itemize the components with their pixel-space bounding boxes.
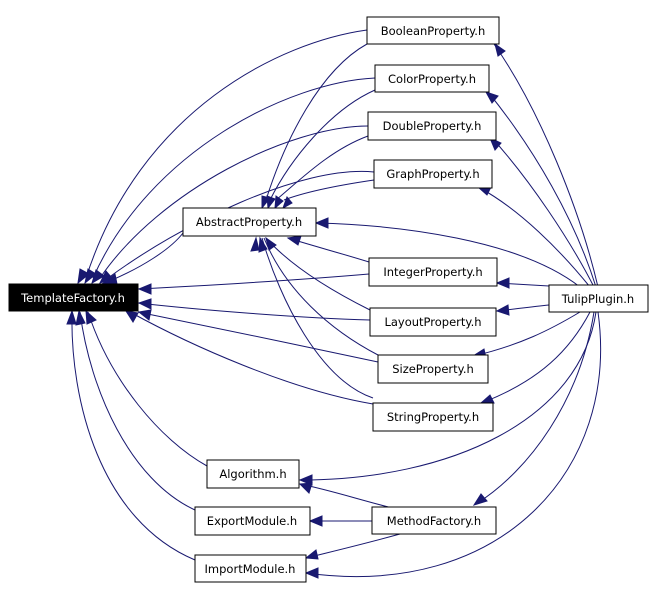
edge-stringproperty-templatefactory: [129, 311, 374, 405]
arrowhead: [124, 310, 139, 323]
edges: [71, 29, 602, 578]
node-methodfactory[interactable]: MethodFactory.h: [371, 506, 497, 535]
node-label: StringProperty.h: [387, 410, 479, 424]
edge-colorproperty-abstractproperty: [269, 89, 376, 201]
edge-graphproperty-templatefactory: [107, 170, 375, 279]
arrowhead: [308, 515, 323, 527]
edge-methodfactory-algorithm: [299, 483, 401, 511]
node-label: MethodFactory.h: [387, 514, 481, 528]
edge-stringproperty-abstractproperty: [261, 237, 374, 399]
edge-layoutproperty-abstractproperty: [265, 237, 371, 311]
node-label: LayoutProperty.h: [384, 315, 481, 329]
arrowhead: [85, 309, 97, 325]
arrowhead: [274, 195, 284, 210]
edge-tulipplugin-stringproperty: [483, 311, 591, 403]
edge-tulipplugin-importmodule: [305, 311, 602, 578]
edge-tulipplugin-graphproperty: [479, 187, 591, 288]
node-booleanproperty[interactable]: BooleanProperty.h: [366, 16, 500, 45]
node-label: AbstractProperty.h: [196, 215, 302, 229]
arrowhead: [266, 195, 276, 210]
edge-graphproperty-abstractproperty: [283, 179, 375, 201]
edge-sizeproperty-abstractproperty: [263, 237, 379, 356]
arrowhead: [314, 217, 329, 229]
arrowhead: [75, 309, 86, 326]
arrowhead: [258, 236, 268, 253]
arrowhead: [298, 482, 313, 494]
node-integerproperty[interactable]: IntegerProperty.h: [368, 257, 498, 287]
arrowheads: [66, 42, 510, 579]
edge-importmodule-templatefactory: [71, 311, 196, 561]
edge-integerproperty-templatefactory: [137, 273, 370, 290]
node-stringproperty[interactable]: StringProperty.h: [372, 402, 494, 432]
arrowhead: [77, 268, 90, 285]
edge-tulipplugin-sizeproperty: [473, 311, 581, 357]
edge-doubleproperty-abstractproperty: [275, 135, 369, 201]
node-layoutproperty[interactable]: LayoutProperty.h: [369, 307, 497, 337]
node-sizeproperty[interactable]: SizeProperty.h: [377, 354, 489, 384]
node-exportmodule[interactable]: ExportModule.h: [194, 506, 311, 536]
edge-tulipplugin-doubleproperty: [491, 137, 595, 288]
edge-colorproperty-templatefactory: [92, 77, 376, 279]
node-label: IntegerProperty.h: [383, 265, 482, 279]
node-importmodule[interactable]: ImportModule.h: [194, 554, 307, 583]
node-label: SizeProperty.h: [392, 362, 474, 376]
arrowhead: [304, 549, 319, 560]
arrowhead: [137, 298, 152, 310]
arrowhead: [66, 309, 77, 325]
arrowhead: [472, 493, 488, 506]
node-label: GraphProperty.h: [386, 167, 479, 181]
arrowhead: [495, 304, 510, 316]
arrowhead: [137, 309, 152, 321]
edge-tulipplugin-colorproperty: [487, 91, 597, 288]
node-algorithm[interactable]: Algorithm.h: [206, 459, 300, 489]
arrowhead: [98, 270, 113, 284]
edge-layoutproperty-templatefactory: [137, 302, 371, 321]
edge-tulipplugin-booleanproperty: [493, 43, 599, 288]
node-tulipplugin[interactable]: TulipPlugin.h: [548, 284, 649, 313]
edge-tulipplugin-methodfactory: [475, 311, 595, 505]
edge-booleanproperty-abstractproperty: [265, 43, 368, 201]
edge-methodfactory-importmodule: [305, 533, 401, 559]
arrowhead: [484, 91, 499, 104]
edge-doubleproperty-templatefactory: [99, 125, 369, 279]
arrowhead: [495, 277, 510, 289]
arrowhead: [265, 236, 277, 251]
arrowhead: [91, 269, 105, 285]
arrowhead: [282, 196, 293, 210]
node-label: TemplateFactory.h: [20, 291, 125, 305]
arrowhead: [286, 235, 302, 246]
node-graphproperty[interactable]: GraphProperty.h: [373, 159, 493, 189]
node-label: ImportModule.h: [205, 562, 296, 576]
edge-integerproperty-abstractproperty: [287, 237, 370, 263]
node-abstractproperty[interactable]: AbstractProperty.h: [182, 207, 317, 237]
arrowhead: [479, 394, 495, 404]
arrowhead: [84, 268, 97, 285]
node-templatefactory[interactable]: TemplateFactory.h: [8, 283, 139, 312]
node-label: ColorProperty.h: [388, 72, 476, 86]
edge-tulipplugin-algorithm: [299, 311, 597, 481]
node-label: BooleanProperty.h: [381, 24, 486, 38]
edge-exportmodule-templatefactory: [79, 311, 196, 511]
arrowhead: [250, 236, 260, 252]
node-label: TulipPlugin.h: [561, 292, 634, 306]
edge-tulipplugin-abstractproperty: [315, 222, 581, 288]
arrowhead: [298, 474, 313, 486]
arrowhead: [494, 42, 506, 57]
node-label: DoubleProperty.h: [383, 119, 482, 133]
arrowhead: [137, 283, 152, 295]
arrowhead: [304, 567, 319, 579]
edge-booleanproperty-templatefactory: [85, 29, 368, 279]
edge-sizeproperty-templatefactory: [137, 311, 379, 363]
edge-algorithm-templatefactory: [87, 311, 208, 467]
node-colorproperty[interactable]: ColorProperty.h: [374, 64, 490, 93]
edge-abstractproperty-templatefactory: [111, 232, 184, 281]
node-label: Algorithm.h: [219, 467, 286, 481]
node-doubleproperty[interactable]: DoubleProperty.h: [367, 111, 497, 141]
node-label: ExportModule.h: [207, 514, 297, 528]
